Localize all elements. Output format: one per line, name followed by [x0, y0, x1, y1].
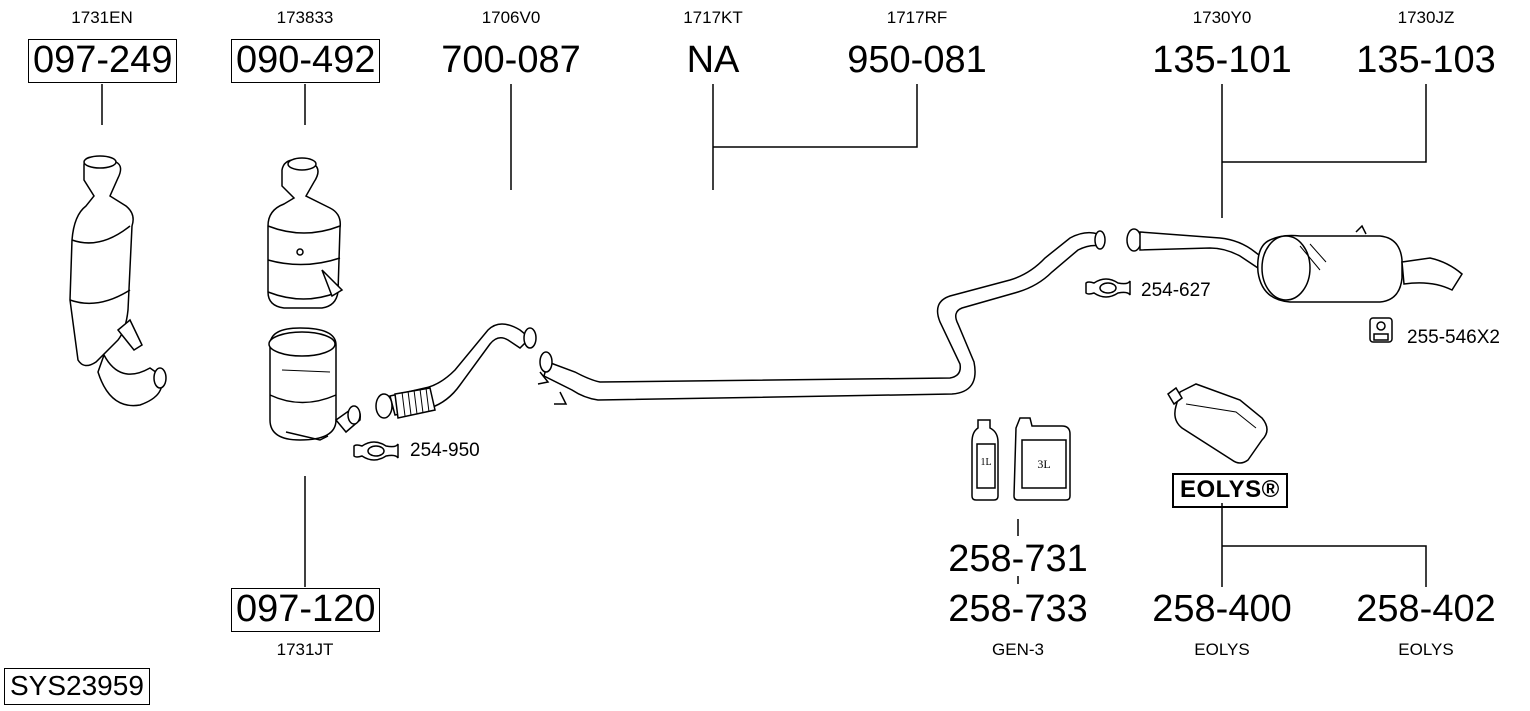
- clamp-254-627-drawing: [1085, 278, 1131, 298]
- rear-silencer-drawing: [1126, 224, 1463, 303]
- oe-label-mid2: 1717RF: [886, 8, 948, 27]
- bottle-small-label: 1L: [980, 457, 992, 468]
- clamp-254-950-drawing: [353, 441, 399, 461]
- part-number-cat2[interactable]: 090-492: [231, 39, 381, 83]
- middle-pipe-drawing: [537, 230, 1106, 405]
- clamp-label-front[interactable]: 254-950: [410, 440, 480, 461]
- part-number-fluid-1[interactable]: 258-731: [948, 538, 1088, 580]
- oe-label-dpf: 1731JT: [276, 640, 334, 659]
- leader-lines: [101, 84, 1427, 587]
- system-id: SYS23959: [4, 668, 150, 705]
- fluid-bottles-drawing: [971, 417, 1071, 501]
- eolys-bag-drawing: [1167, 383, 1268, 464]
- bottle-large-label: 3L: [1037, 457, 1051, 471]
- oe-label-cat2: 173833: [276, 8, 334, 27]
- part-number-dpf[interactable]: 097-120: [231, 588, 381, 632]
- oe-label-rear1: 1730Y0: [1192, 8, 1252, 27]
- rubber-mount-label[interactable]: 255-546X2: [1407, 327, 1500, 348]
- clamp-label-rear[interactable]: 254-627: [1141, 280, 1211, 301]
- rubber-mount-drawing: [1369, 317, 1393, 343]
- part-number-fluid-2[interactable]: 258-733: [948, 588, 1088, 630]
- part-number-eolys-1[interactable]: 258-400: [1152, 588, 1292, 630]
- oe-label-front-pipe: 1706V0: [481, 8, 541, 27]
- part-number-mid2[interactable]: 950-081: [847, 39, 987, 81]
- dpf-drawing: [268, 327, 362, 441]
- part-number-rear1[interactable]: 135-101: [1152, 39, 1292, 81]
- part-number-rear2[interactable]: 135-103: [1356, 39, 1496, 81]
- catalyst-1-drawing: [69, 155, 167, 407]
- part-number-front-pipe[interactable]: 700-087: [441, 39, 581, 81]
- front-pipe-drawing: [375, 323, 537, 419]
- eolys-type-label-1: EOLYS: [1194, 640, 1250, 659]
- part-number-cat1[interactable]: 097-249: [28, 39, 178, 83]
- oe-label-mid1: 1717KT: [683, 8, 743, 27]
- eolys-brand-logo: EOLYS®: [1172, 473, 1288, 508]
- fluid-type-label: GEN-3: [992, 640, 1044, 659]
- eolys-type-label-2: EOLYS: [1398, 640, 1454, 659]
- oe-label-rear2: 1730JZ: [1397, 8, 1455, 27]
- catalyst-2-drawing: [267, 157, 344, 309]
- part-number-eolys-2[interactable]: 258-402: [1356, 588, 1496, 630]
- oe-label-cat1: 1731EN: [71, 8, 133, 27]
- part-number-mid1[interactable]: NA: [686, 39, 740, 81]
